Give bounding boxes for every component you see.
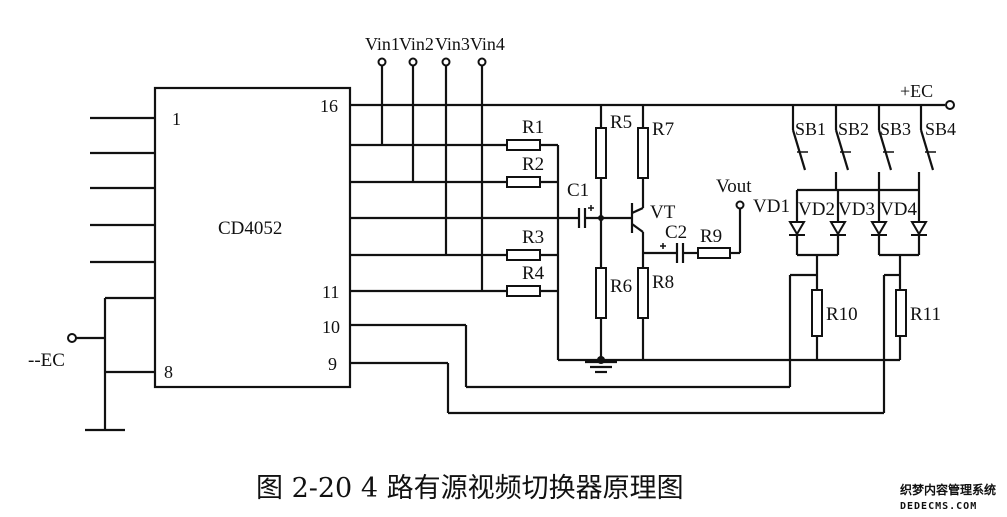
pin-8: 8 bbox=[164, 362, 173, 382]
vin3-label: Vin3 bbox=[435, 34, 470, 54]
pos-supply-terminal bbox=[945, 100, 955, 110]
r5-label: R5 bbox=[610, 112, 632, 133]
junction bbox=[597, 356, 605, 364]
resistor-r4 bbox=[506, 285, 541, 297]
figure-caption: 图 2-20 4 路有源视频切换器原理图 bbox=[256, 473, 684, 504]
watermark-line1: 织梦内容管理系统 bbox=[900, 482, 996, 497]
resistor-r1 bbox=[506, 139, 541, 151]
resistor-r11 bbox=[895, 289, 907, 337]
vd3-label: VD3 bbox=[838, 199, 875, 220]
r10-label: R10 bbox=[826, 304, 858, 325]
resistor-r2 bbox=[506, 176, 541, 188]
r11-label: R11 bbox=[910, 304, 941, 325]
resistor-r3 bbox=[506, 249, 541, 261]
r7-label: R7 bbox=[652, 119, 674, 140]
vin4-terminal bbox=[477, 57, 487, 67]
vout-label: Vout bbox=[716, 176, 752, 197]
resistor-r7 bbox=[637, 127, 649, 179]
r3-label: R3 bbox=[522, 227, 544, 248]
transistor-label: VT bbox=[650, 202, 676, 223]
left-pin-wires bbox=[76, 116, 155, 432]
resistor-r10 bbox=[811, 289, 823, 337]
r4-label: R4 bbox=[522, 263, 545, 284]
resistor-r6 bbox=[595, 267, 607, 319]
vin2-label: Vin2 bbox=[399, 34, 434, 54]
pin-1: 1 bbox=[172, 109, 181, 129]
bus-wires bbox=[350, 66, 945, 415]
watermark-line2: DEDECMS.COM bbox=[900, 501, 977, 512]
sb1-label: SB1 bbox=[795, 119, 826, 139]
resistor-r8 bbox=[637, 267, 649, 319]
vd4-label: VD4 bbox=[880, 199, 917, 220]
vd2-label: VD2 bbox=[798, 199, 835, 220]
capacitor-c2 bbox=[660, 243, 685, 263]
capacitor-c1 bbox=[577, 205, 594, 228]
junction bbox=[598, 215, 604, 221]
diodes bbox=[788, 221, 928, 236]
r2-label: R2 bbox=[522, 154, 544, 175]
pin-11: 11 bbox=[322, 282, 339, 302]
r6-label: R6 bbox=[610, 276, 632, 297]
r9-label: R9 bbox=[700, 226, 722, 247]
vd1-label: VD1 bbox=[753, 196, 790, 217]
sb3-label: SB3 bbox=[880, 119, 911, 139]
ic-cd4052 bbox=[153, 86, 352, 389]
vout-terminal bbox=[735, 200, 745, 210]
switches bbox=[791, 105, 936, 360]
vin1-terminal bbox=[377, 57, 387, 67]
pin-10: 10 bbox=[322, 317, 340, 337]
vin2-terminal bbox=[408, 57, 418, 67]
r1-label: R1 bbox=[522, 117, 544, 138]
neg-supply-label: --EC bbox=[28, 350, 65, 371]
c2-label: C2 bbox=[665, 222, 687, 243]
resistor-r5 bbox=[595, 127, 607, 179]
r8-label: R8 bbox=[652, 272, 674, 293]
sb4-label: SB4 bbox=[925, 119, 956, 139]
pin-16: 16 bbox=[320, 96, 338, 116]
sb2-label: SB2 bbox=[838, 119, 869, 139]
vin1-label: Vin1 bbox=[365, 34, 400, 54]
ic-label: CD4052 bbox=[218, 218, 282, 239]
neg-supply-terminal bbox=[67, 333, 77, 343]
pin-9: 9 bbox=[328, 354, 337, 374]
vin4-label: Vin4 bbox=[470, 34, 505, 54]
c1-label: C1 bbox=[567, 180, 589, 201]
resistor-r9 bbox=[697, 247, 731, 259]
pos-supply-label: +EC bbox=[900, 81, 933, 101]
vin3-terminal bbox=[441, 57, 451, 67]
